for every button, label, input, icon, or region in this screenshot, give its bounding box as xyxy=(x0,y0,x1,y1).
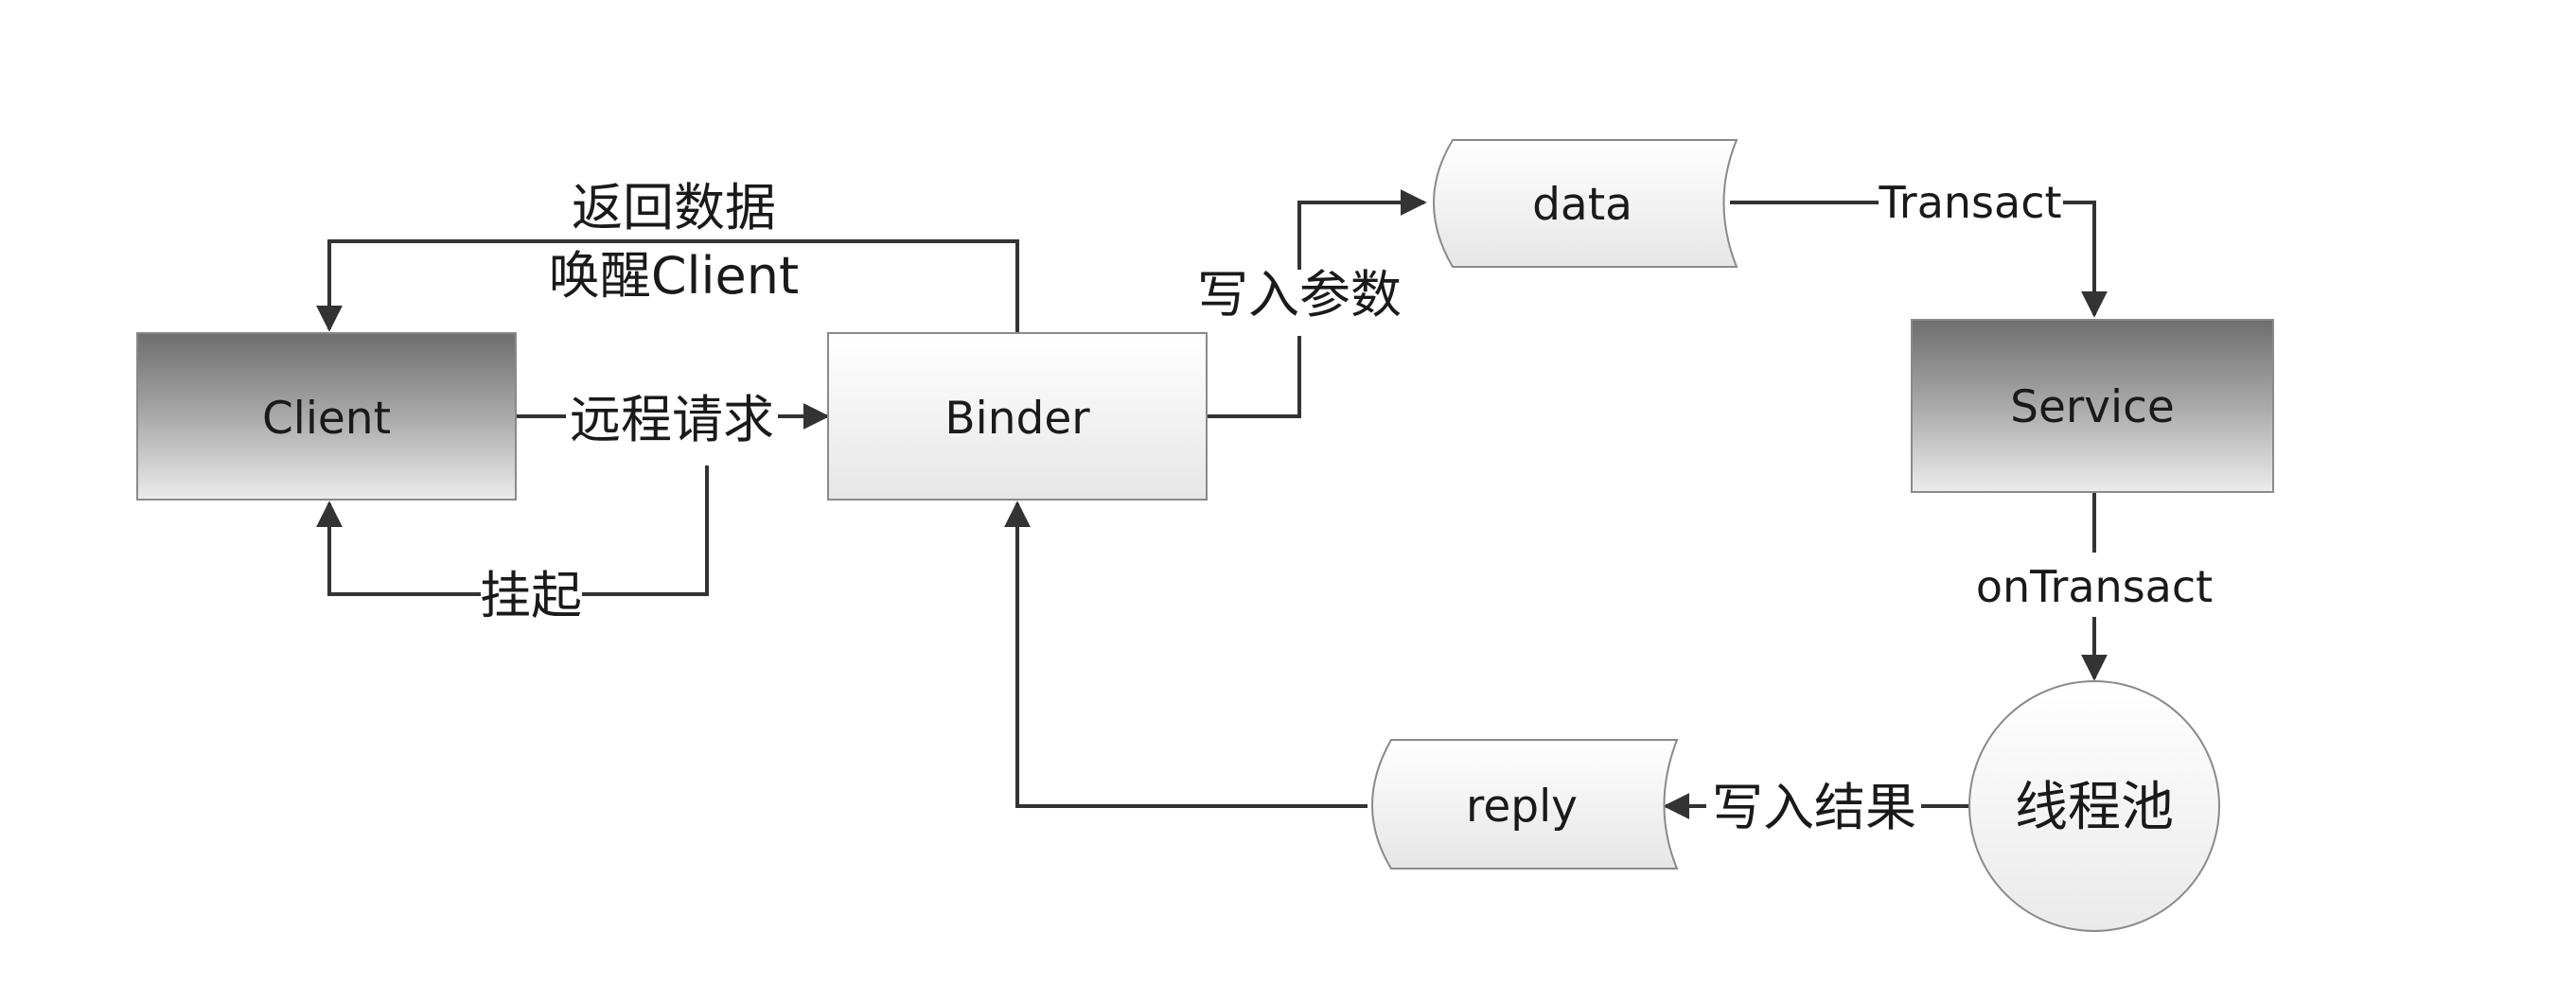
write-params-label: 写入参数 xyxy=(1197,265,1402,325)
wake-client-label: 唤醒Client xyxy=(549,246,799,306)
write-result-label: 写入结果 xyxy=(1712,778,1916,837)
edge-return-to-client xyxy=(316,239,1019,333)
reply-node: reply xyxy=(1371,739,1679,870)
edge-write-params xyxy=(1207,336,1301,418)
service-label: Service xyxy=(2010,381,2175,433)
service-node: Service xyxy=(1911,319,2274,493)
reply-label: reply xyxy=(1466,781,1578,833)
edge-suspend xyxy=(582,466,709,596)
remote-request-label: 远程请求 xyxy=(570,390,774,449)
transact-label: Transact xyxy=(1878,177,2061,228)
edge-reply-to-binder xyxy=(1004,501,1367,808)
on-transact-label: onTransact xyxy=(1976,561,2213,612)
data-node: data xyxy=(1433,139,1738,268)
thread-pool-node: 线程池 xyxy=(1968,680,2220,932)
edge-transact-tail xyxy=(2063,201,2108,318)
thread-pool-label: 线程池 xyxy=(2015,777,2174,838)
binder-label: Binder xyxy=(944,393,1090,445)
data-label: data xyxy=(1532,179,1632,231)
suspend-label: 挂起 xyxy=(480,566,582,625)
edge-write-params-tail xyxy=(1297,189,1427,270)
binder-node: Binder xyxy=(827,332,1208,501)
client-node: Client xyxy=(136,332,517,501)
edge-suspend-tail xyxy=(316,501,481,596)
return-data-label: 返回数据 xyxy=(572,178,776,237)
client-label: Client xyxy=(262,393,391,445)
